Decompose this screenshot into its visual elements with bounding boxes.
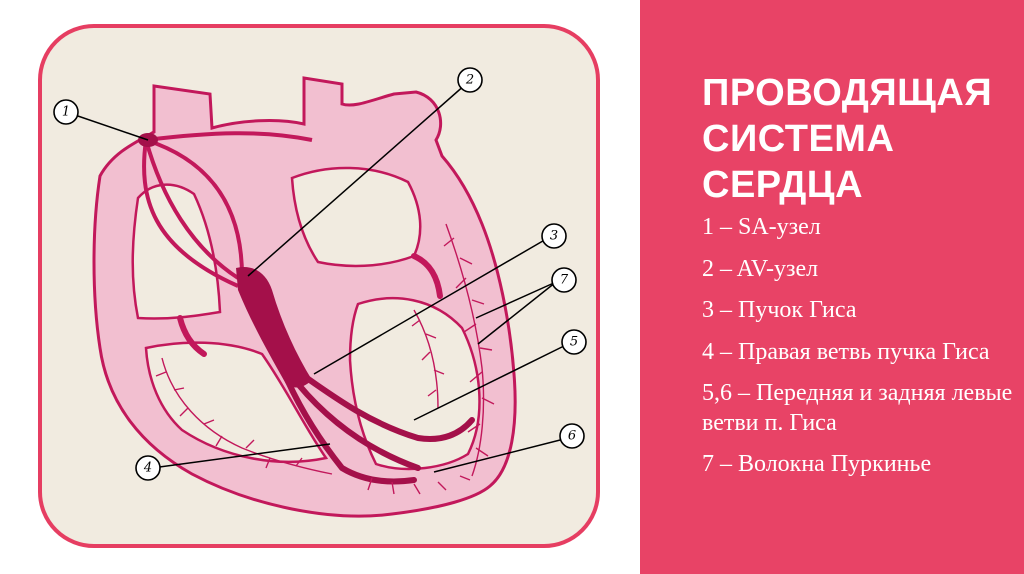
svg-text:2: 2 [465,73,474,88]
callout-4: 4 [135,455,161,481]
legend-item: 1 – SA-узел [702,214,821,240]
legend-item: 2 – AV-узел [702,255,819,282]
legend-item: 7 – Волокна Пуркинье [702,451,932,477]
heart-conduction-diagram: 1 2 3 7 5 4 6 [53,67,587,518]
callout-2: 2 [457,67,483,93]
slide-title: ПРОВОДЯЩАЯ СИСТЕМА СЕРДЦА [702,72,993,206]
callout-1: 1 [53,99,79,125]
callout-6: 6 [559,423,585,449]
callout-3: 3 [541,223,567,249]
svg-text:7: 7 [560,273,569,288]
right-bundle-branch [279,365,417,485]
legend-item: 4 – Правая ветвь пучка Гиса [702,338,990,365]
callout-5: 5 [561,329,587,355]
callout-7: 7 [551,267,577,293]
internodal-tract [145,138,244,277]
left-atrium-cavity [290,166,422,268]
svg-text:6: 6 [568,429,576,444]
legend-item: 3 – Пучок Гиса [702,297,857,323]
tricuspid-valve [177,315,207,357]
svg-text:4: 4 [143,461,152,476]
internodal-tract [144,139,240,280]
mitral-valve [411,253,443,299]
info-panel: ПРОВОДЯЩАЯ СИСТЕМА СЕРДЦА 1 – SA-узел 2 … [640,0,1024,574]
leader-lines [71,83,569,473]
right-ventricle-cavity [144,341,329,464]
legend-list: 1 – SA-узел 2 – AV-узел 3 – Пучок Гиса 4… [702,213,1018,492]
bachmann-bundle [145,131,313,142]
heart-diagram-frame: 1 2 3 7 5 4 6 [38,24,600,548]
his-bundle [236,266,312,388]
svg-text:1: 1 [62,105,70,120]
internodal-tract [142,139,239,288]
svg-text:5: 5 [570,335,578,350]
purkinje-fibers [155,223,495,495]
left-posterior-branch [295,381,421,471]
left-anterior-branch [301,373,475,442]
legend-item: 5,6 – Передняя и задняя левые ветви п. Г… [702,380,1013,436]
svg-text:3: 3 [550,229,558,244]
